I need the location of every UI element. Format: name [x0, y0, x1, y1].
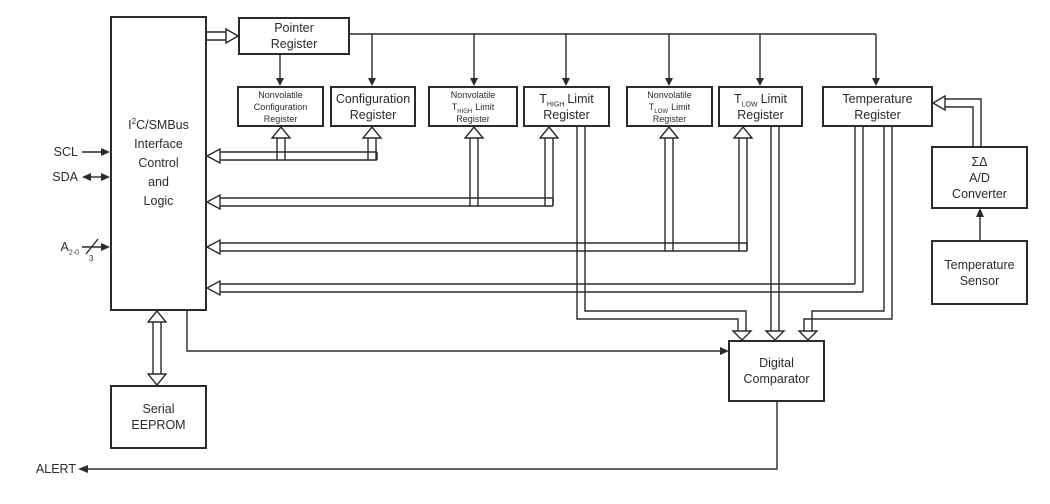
block-label: EEPROM: [131, 418, 186, 432]
bus-adc-to-temperature-register: [933, 96, 981, 146]
block-label: Serial: [142, 402, 175, 416]
block-label: and: [148, 175, 169, 189]
bus-rail-config: [207, 127, 381, 163]
block-digital-comparator: Digital Comparator: [728, 340, 825, 402]
bus-width-label: 3: [89, 254, 94, 263]
wire-pointer-top-rail: [276, 34, 880, 86]
block-i2c-interface: I2C/SMBus Interface Control and Logic: [110, 16, 207, 311]
bus-thigh-to-comparator: [577, 127, 751, 340]
block-label: Nonvolatile: [647, 89, 692, 100]
bus-temperature-to-comparator: [799, 127, 892, 340]
wire-address: [82, 239, 110, 254]
block-temperature-sensor: Temperature Sensor: [931, 240, 1028, 305]
block-configuration-register: Configuration Register: [330, 86, 416, 127]
block-label: A/D: [969, 170, 990, 185]
block-label: Register: [270, 37, 318, 51]
block-label: Converter: [952, 186, 1007, 201]
block-label: ΣΔ: [971, 154, 988, 169]
pin-label-scl: SCL: [53, 145, 78, 159]
block-label: Register: [543, 107, 590, 122]
block-nonvolatile-configuration-register: Nonvolatile Configuration Register: [237, 86, 324, 127]
bus-i2c-to-pointer: [207, 29, 238, 43]
block-label: Temperature: [944, 257, 1015, 272]
block-label: Register: [652, 113, 687, 124]
wire-i2c-to-comparator: [187, 311, 729, 355]
pin-label-address: A2-0: [60, 240, 79, 257]
block-label: Temperature: [842, 91, 913, 106]
block-label: Digital: [759, 356, 794, 370]
wire-sensor-to-adc: [976, 208, 984, 240]
block-label: Nonvolatile: [258, 89, 303, 100]
block-label: Pointer: [274, 21, 314, 35]
block-sigma-delta-adc: ΣΔ A/D Converter: [931, 146, 1028, 209]
block-label: Register: [737, 107, 784, 122]
block-label: Register: [263, 113, 298, 124]
block-temperature-register: Temperature Register: [822, 86, 933, 127]
block-label: I2C/SMBus: [128, 116, 189, 132]
pin-label-sda: SDA: [52, 170, 78, 184]
block-label: Comparator: [743, 372, 810, 386]
pin-label-alert: ALERT: [35, 462, 76, 476]
block-label: Configuration: [253, 101, 308, 112]
wire-sda: [82, 173, 110, 181]
block-label: Configuration: [335, 91, 411, 106]
bus-i2c-to-eeprom: [148, 311, 166, 385]
block-label: Register: [349, 107, 397, 122]
block-label: Control: [138, 156, 179, 170]
bus-rail-tlow: [207, 127, 752, 254]
wire-comparator-to-alert: [78, 402, 777, 473]
block-pointer-register: Pointer Register: [238, 17, 350, 55]
block-label: Register: [456, 113, 490, 124]
block-label: Register: [854, 107, 901, 122]
block-label: Sensor: [959, 273, 1000, 288]
bus-rail-thigh: [207, 127, 558, 209]
block-label: Nonvolatile: [450, 89, 496, 100]
block-serial-eeprom: Serial EEPROM: [110, 385, 207, 449]
block-label: Logic: [143, 194, 174, 208]
block-label: Interface: [134, 137, 183, 151]
bus-tlow-to-comparator: [766, 127, 784, 340]
bus-rail-temperature: [207, 127, 863, 295]
wire-scl: [82, 148, 110, 156]
